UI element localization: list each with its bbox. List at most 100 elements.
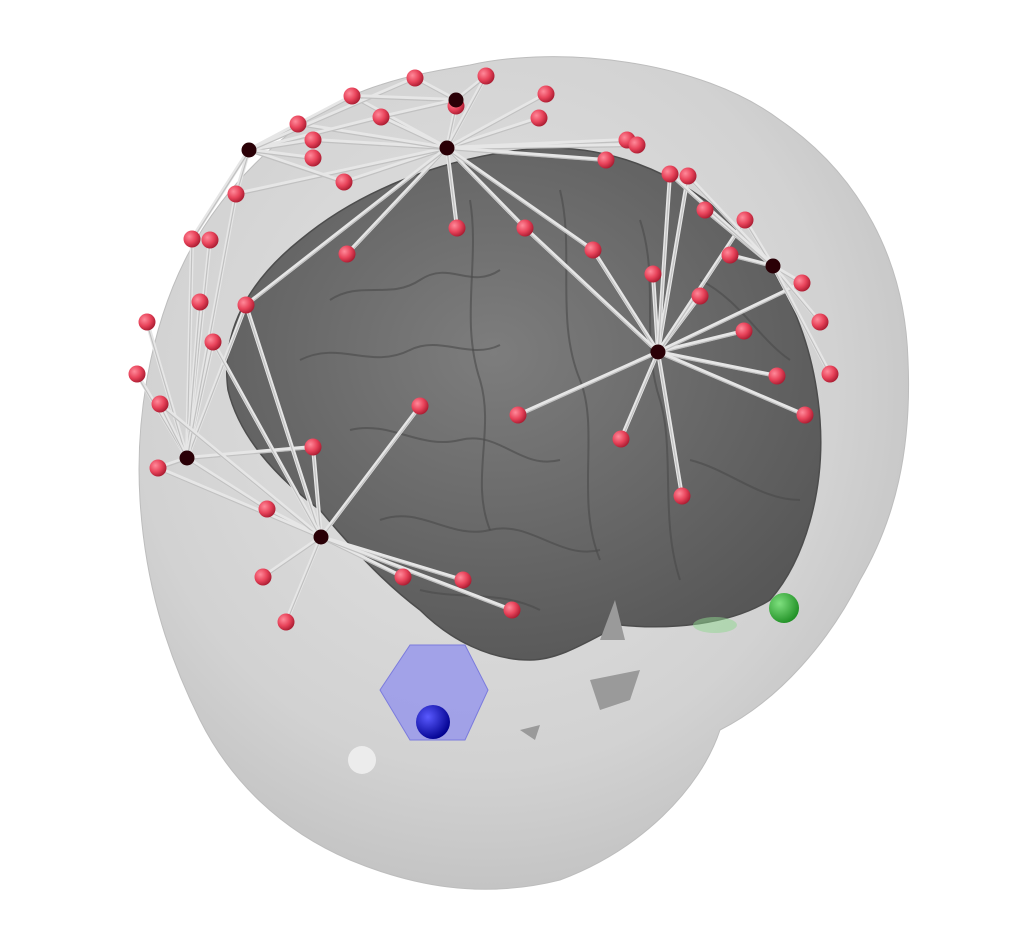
connectivity-edge	[445, 146, 608, 162]
connectivity-edge-shade	[657, 353, 683, 498]
connectivity-edge-shade	[186, 195, 237, 460]
electrode[interactable]	[735, 322, 753, 340]
connectivity-edge-shade	[657, 331, 745, 355]
electrode[interactable]	[277, 613, 295, 631]
electrode[interactable]	[530, 109, 548, 127]
electrode[interactable]	[191, 293, 209, 311]
connectivity-edge	[319, 535, 514, 612]
electrode[interactable]	[183, 230, 201, 248]
electrode[interactable]	[793, 274, 811, 292]
hub-electrode[interactable]	[179, 450, 195, 466]
connectivity-edge	[668, 172, 775, 268]
connectivity-edge-shade	[351, 96, 457, 103]
connectivity-edge	[247, 148, 315, 160]
connectivity-edge	[247, 138, 315, 152]
connectivity-edge	[247, 76, 417, 152]
electrode[interactable]	[406, 69, 424, 87]
connectivity-edge-shade	[657, 177, 689, 354]
hub-electrode[interactable]	[765, 258, 781, 274]
connectivity-edge-shade	[186, 240, 193, 460]
hub-electrode[interactable]	[439, 140, 455, 156]
connectivity-edge-shade	[446, 118, 540, 151]
connectivity-edge-shade	[524, 229, 659, 354]
connectivity-edge-shade	[446, 148, 607, 163]
electrode[interactable]	[304, 438, 322, 456]
electrode[interactable]	[227, 185, 245, 203]
connectivity-edge	[656, 329, 746, 354]
connectivity-edge-shade	[657, 352, 806, 418]
connectivity-edge	[445, 146, 595, 252]
electrode[interactable]	[477, 67, 495, 85]
connectivity-edge	[656, 350, 779, 378]
connectivity-edge	[311, 138, 449, 150]
electrode[interactable]	[304, 131, 322, 149]
connectivity-edge-shade	[669, 175, 774, 268]
electrode[interactable]	[628, 136, 646, 154]
electrode[interactable]	[691, 287, 709, 305]
hub-electrode[interactable]	[448, 92, 464, 108]
electrode[interactable]	[612, 430, 630, 448]
electrode[interactable]	[258, 500, 276, 518]
electrode[interactable]	[796, 406, 814, 424]
electrode[interactable]	[149, 459, 167, 477]
electrode[interactable]	[151, 395, 169, 413]
electrode[interactable]	[537, 85, 555, 103]
hub-electrode[interactable]	[650, 344, 666, 360]
cortex-gyri	[299, 189, 801, 611]
connectivity-edge	[190, 148, 251, 241]
connectivity-edge-shade	[320, 537, 513, 613]
electrode[interactable]	[304, 149, 322, 167]
electrode[interactable]	[343, 87, 361, 105]
electrode[interactable]	[201, 231, 219, 249]
electrode[interactable]	[673, 487, 691, 505]
electrode[interactable]	[509, 406, 527, 424]
connectivity-edge	[771, 264, 832, 376]
electrode[interactable]	[821, 365, 839, 383]
electrode[interactable]	[254, 568, 272, 586]
electrode[interactable]	[768, 367, 786, 385]
connectivity-edge	[261, 535, 323, 579]
electrode[interactable]	[644, 265, 662, 283]
electrode[interactable]	[679, 167, 697, 185]
connectivity-edge-shade	[157, 468, 322, 540]
connectivity-edge	[158, 402, 189, 460]
nasion-halo	[379, 644, 489, 741]
hub-electrode[interactable]	[241, 142, 257, 158]
electrode[interactable]	[661, 165, 679, 183]
connectivity-edge	[445, 92, 548, 150]
electrode[interactable]	[448, 219, 466, 237]
electrode[interactable]	[454, 571, 472, 589]
electrode[interactable]	[372, 108, 390, 126]
connectivity-edge-shade	[235, 148, 448, 197]
electrode[interactable]	[138, 313, 156, 331]
electrode[interactable]	[811, 313, 829, 331]
electrode[interactable]	[503, 601, 521, 619]
connectivity-edge	[523, 226, 660, 354]
electrode[interactable]	[516, 219, 534, 237]
electrode[interactable]	[237, 296, 255, 314]
connectivity-edge	[445, 146, 527, 230]
connectivity-edge	[211, 340, 323, 539]
electrode[interactable]	[335, 173, 353, 191]
electrode[interactable]	[736, 211, 754, 229]
electrode[interactable]	[128, 365, 146, 383]
connectivity-edge-shade	[245, 149, 448, 307]
hub-electrode[interactable]	[313, 529, 329, 545]
connectivity-edge-shade	[620, 353, 659, 441]
connectivity-edge	[350, 94, 458, 102]
electrode[interactable]	[338, 245, 356, 263]
electrode[interactable]	[696, 201, 714, 219]
electrode[interactable]	[394, 568, 412, 586]
electrode[interactable]	[597, 151, 615, 169]
connectivity-edge-shade	[245, 306, 322, 539]
electrode[interactable]	[721, 246, 739, 264]
connectivity-edge	[771, 264, 822, 324]
connectivity-edge-shade	[657, 352, 778, 379]
electrode[interactable]	[584, 241, 602, 259]
electrode[interactable]	[204, 333, 222, 351]
electrode[interactable]	[411, 397, 429, 415]
electrode[interactable]	[289, 115, 307, 133]
connectivity-edge	[185, 456, 269, 511]
connectivity-edge	[516, 350, 660, 417]
